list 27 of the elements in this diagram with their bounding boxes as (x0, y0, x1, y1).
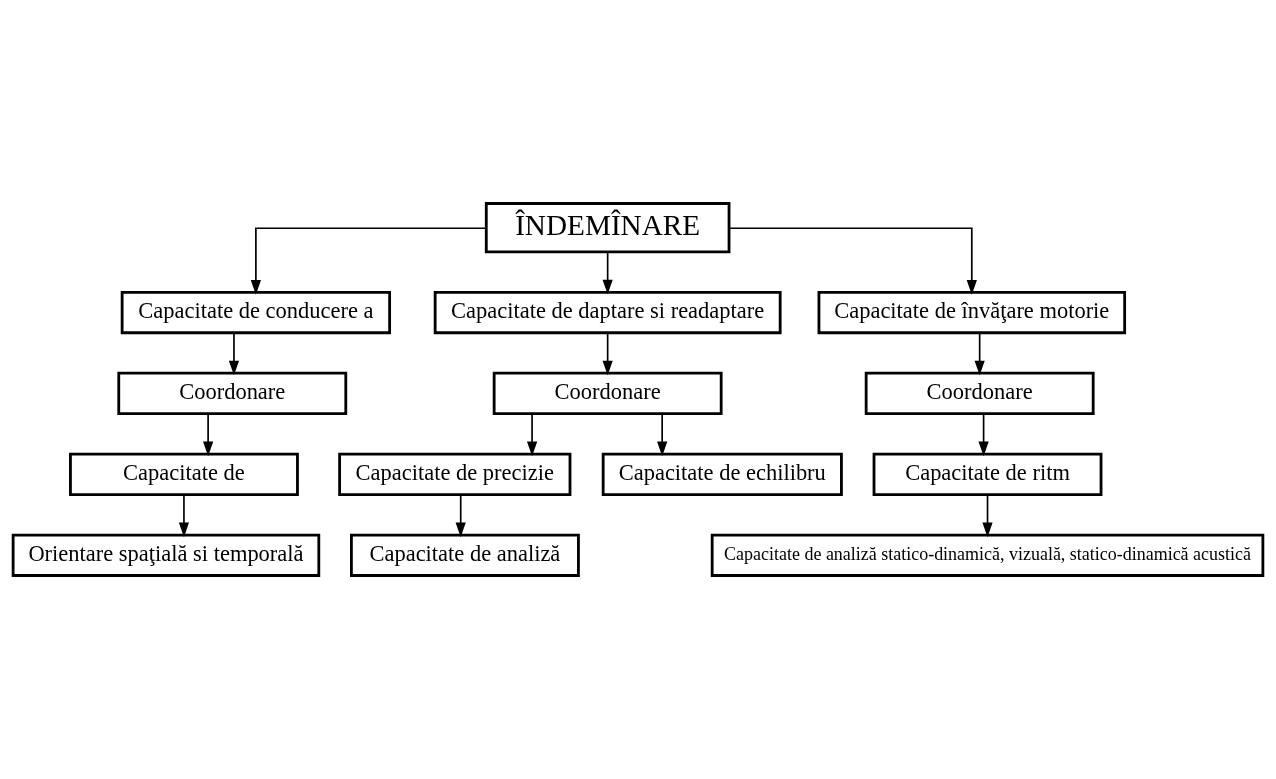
node-box: Coordonare (492, 371, 723, 416)
arrow (250, 227, 487, 295)
node-box: Capacitate de daptare si readaptare (433, 290, 782, 335)
node-box: Capacitate de învăţare motorie (817, 290, 1127, 335)
arrow (602, 332, 613, 376)
arrow (982, 493, 993, 538)
arrow (978, 413, 989, 457)
arrow (203, 413, 214, 457)
arrow (974, 332, 985, 376)
arrow (728, 227, 977, 295)
node-box: Orientare spaţială si temporală (11, 533, 321, 577)
arrow (455, 493, 466, 538)
node-box: Capacitate de precizie (338, 452, 572, 496)
arrow (178, 493, 190, 538)
arrow (602, 251, 613, 295)
node-box: Coordonare (864, 371, 1095, 416)
node-box: Coordonare (117, 371, 348, 416)
node-box: Capacitate de analiză statico-dinamică, vizuală, statico-dinamică acustică (710, 533, 1265, 577)
arrow (657, 413, 668, 457)
node-box: Capacitate de echilibru (601, 452, 843, 496)
node-box: Capacitate de ritm (872, 452, 1103, 496)
arrow (526, 413, 538, 457)
arrow (228, 332, 240, 376)
node-box: ÎNDEMÎNARE (484, 202, 731, 254)
node-box: Capacitate de analiză (350, 533, 580, 577)
node-box: Capacitate de conducere a (120, 290, 392, 335)
node-box: Capacitate de (69, 452, 299, 496)
